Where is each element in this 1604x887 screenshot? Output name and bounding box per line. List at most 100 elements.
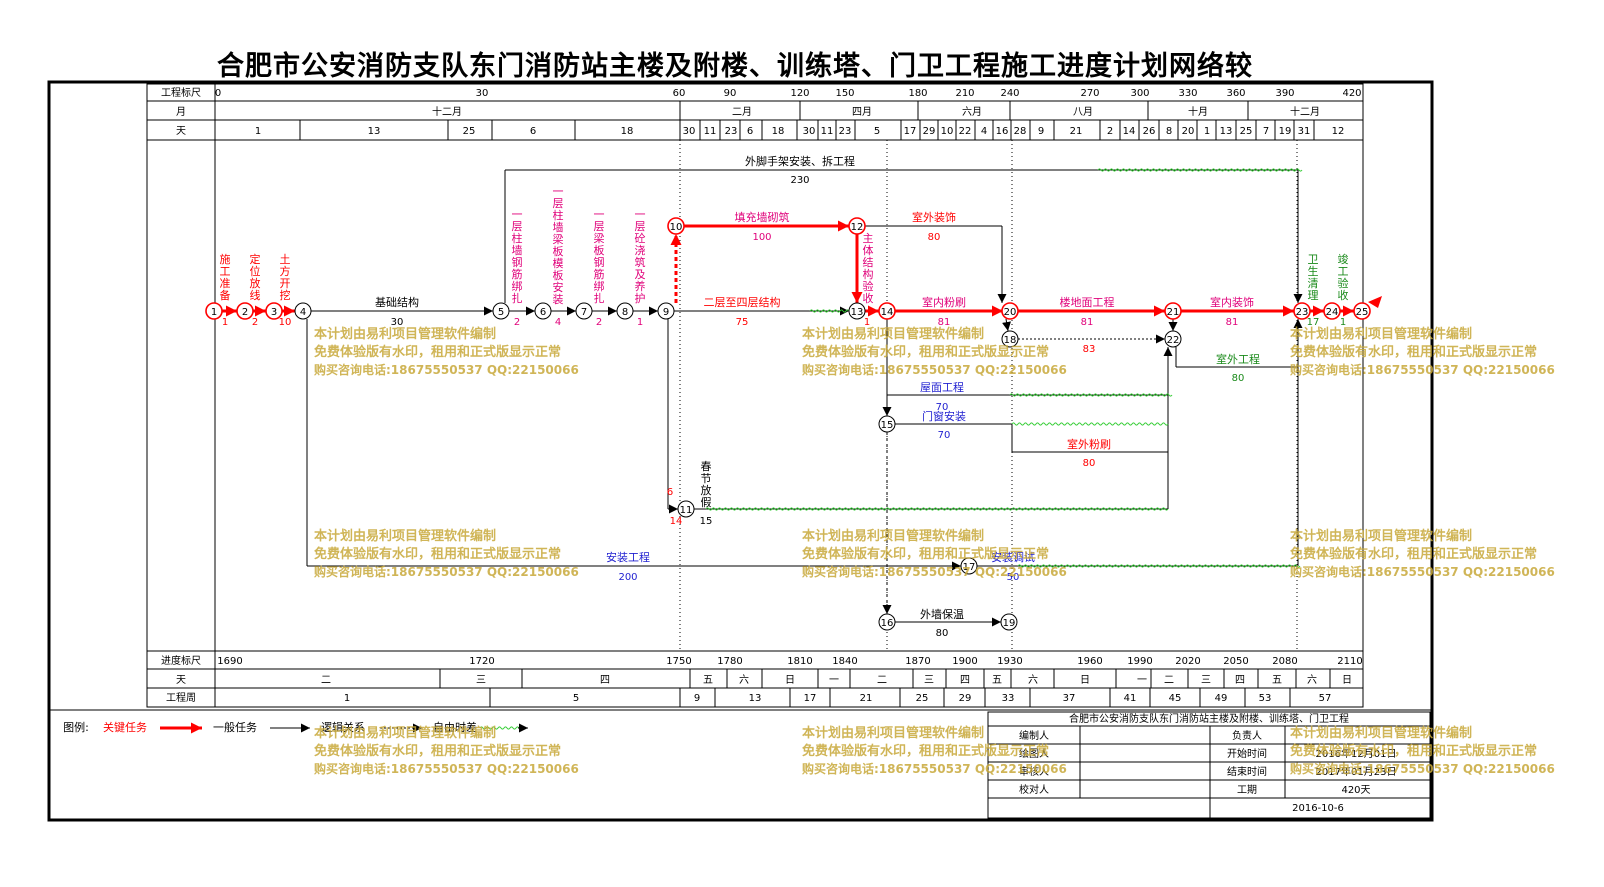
task-duration-t13: 81 [938,317,951,328]
node-number: 21 [1167,307,1180,318]
scale-tick: 0 [215,88,221,99]
label-char: 挖 [280,288,291,302]
day-cell: 1 [1204,126,1210,137]
label-char: 浇 [635,244,646,257]
day-cell: 4 [981,126,987,137]
node-circle [657,302,675,320]
watermark-line: 本计划由易利项目管理软件编制 [802,725,984,741]
info-project: 合肥市公安消防支队东门消防站主楼及附楼、训练塔、门卫工程 [1069,712,1349,725]
day-cell: 12 [1332,126,1345,137]
watermark: 本计划由易利项目管理软件编制免费体验版有水印，租用和正式版显示正常购买咨询电话:… [802,326,1067,377]
watermark-line: 本计划由易利项目管理软件编制 [1290,326,1472,342]
day-cell: 29 [923,126,936,137]
label-char: 土 [280,253,291,266]
watermark: 本计划由易利项目管理软件编制免费体验版有水印，租用和正式版显示正常购买咨询电话:… [802,725,1067,776]
weekday-cell: 六 [739,674,749,686]
node-circle [575,302,593,320]
node-circle [534,302,552,320]
node-number: 19 [1003,618,1016,629]
scale-tick: 300 [1130,88,1149,99]
weekday-cell: 二 [1164,675,1174,686]
watermark-line: 购买咨询电话:18675550537 QQ:22150066 [1290,362,1555,377]
node-20: 20 [1001,302,1019,320]
label-char: 一 [512,208,523,221]
watermark: 本计划由易利项目管理软件编制免费体验版有水印，租用和正式版显示正常购买咨询电话:… [1290,326,1555,377]
scale-tick: 420 [1342,88,1361,99]
watermark-line: 免费体验版有水印，租用和正式版显示正常 [314,743,561,759]
node-circle [492,302,510,320]
label-char: 板 [553,244,564,258]
task-duration-t29: 14 [670,516,683,527]
task-duration-t2: 2 [252,317,258,328]
watermark: 本计划由易利项目管理软件编制免费体验版有水印，租用和正式版显示正常购买咨询电话:… [314,326,579,377]
task-duration-t22: 70 [936,402,949,413]
week-cell: 37 [1063,693,1076,704]
week-cell: 33 [1002,693,1015,704]
finish-flag [1368,296,1382,308]
watermark-line: 免费体验版有水印，租用和正式版显示正常 [314,344,561,360]
day-cell: 10 [941,126,954,137]
label-char: 绑 [512,280,523,293]
node-number: 15 [881,420,894,431]
label-char: 开 [280,277,291,290]
node-24: 24 [1323,302,1341,320]
free-float-line [1017,564,1301,568]
label-char: 梁 [594,231,605,245]
progress-tick: 1930 [997,656,1022,667]
label-char: 层 [512,220,523,233]
watermark: 本计划由易利项目管理软件编制免费体验版有水印，租用和正式版显示正常购买咨询电话:… [314,528,579,579]
label-char: 体 [863,243,874,257]
node-number: 3 [271,307,277,318]
label-char: 施 [220,253,231,266]
watermark-line: 本计划由易利项目管理软件编制 [314,326,496,342]
legend-normal: 一般任务 [213,721,257,734]
day-cell: 13 [368,126,381,137]
label-char: 护 [635,291,646,305]
free-float-line [1097,168,1303,172]
watermark-line: 免费体验版有水印，租用和正式版显示正常 [1290,344,1537,360]
node-number: 24 [1326,307,1339,318]
task-duration-t14: 81 [1081,317,1094,328]
node-10: 10 [667,217,685,235]
node-circle [294,302,312,320]
watermark-line: 本计划由易利项目管理软件编制 [1290,725,1472,741]
watermark-line: 免费体验版有水印，租用和正式版显示正常 [802,344,1049,360]
day-cell: 13 [1220,126,1233,137]
week-cell: 57 [1319,693,1332,704]
scale-tick: 30 [476,88,489,99]
week-cell: 13 [749,693,762,704]
watermark-line: 购买咨询电话:18675550537 QQ:22150066 [1290,761,1555,776]
node-15: 15 [878,415,896,433]
weekday-cell: 日 [785,675,795,686]
day-cell: 1 [255,126,261,137]
watermark-line: 购买咨询电话:18675550537 QQ:22150066 [314,362,579,377]
label-char: 理 [1308,289,1319,302]
label-char: 养 [635,279,646,293]
node-number: 25 [1356,307,1369,318]
task-duration-t16: 17 [1307,317,1320,328]
scale-tick: 90 [724,88,737,99]
task-duration-t21: 50 [1007,572,1020,583]
node-number: 1 [211,307,217,318]
node-number: 18 [1004,335,1017,346]
node-number: 20 [1004,307,1017,318]
week-cell: 21 [860,693,873,704]
task-name-t26: 外墙保温 [920,607,964,621]
day-cell: 16 [996,126,1009,137]
label-char: 结 [863,256,874,269]
task-duration-t24: 80 [1083,458,1096,469]
node-17: 17 [960,557,978,575]
day-cell: 31 [1298,126,1311,137]
label-char: 放 [250,276,261,290]
label-char: 一 [635,208,646,221]
weekday-cell: 四 [1235,675,1245,686]
task-name-t24: 室外粉刷 [1067,437,1111,451]
free-float-line [1011,422,1169,426]
legend-float: 自由时差 [433,720,477,734]
label-char: 定 [250,252,261,266]
day-cell: 9 [1038,126,1044,137]
